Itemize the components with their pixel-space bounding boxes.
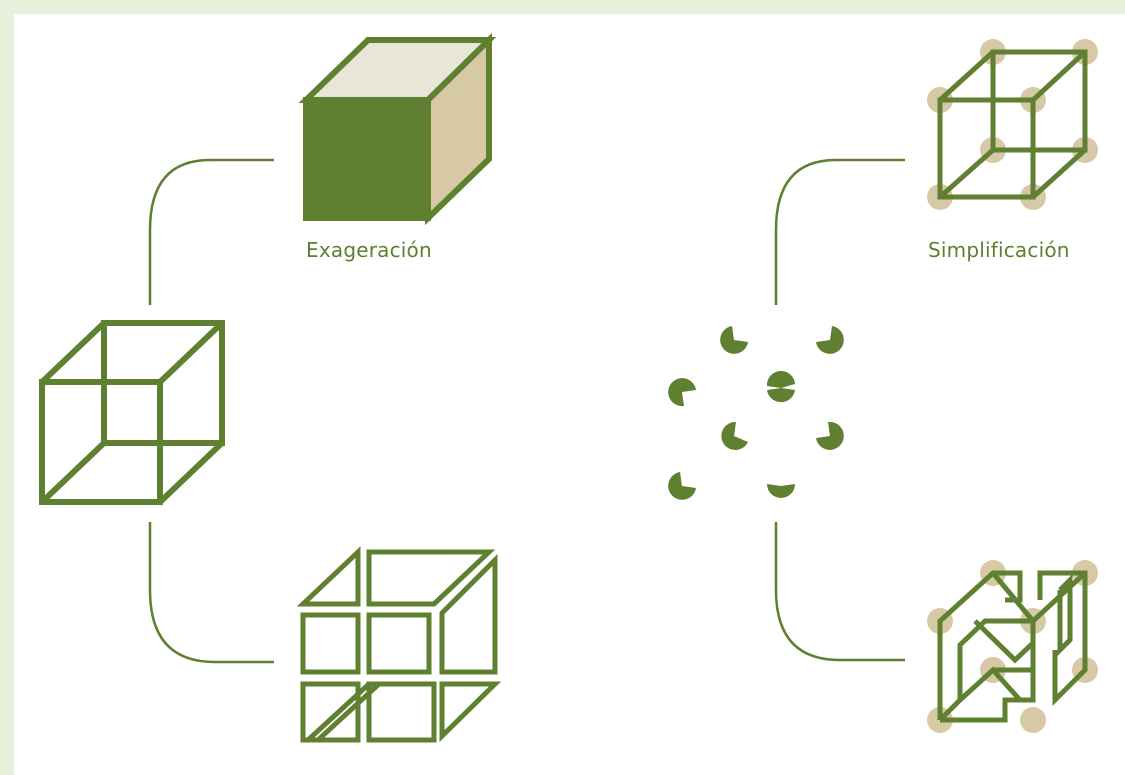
subjective-contour-dots xyxy=(668,326,844,500)
connector-left-bottom xyxy=(148,522,274,664)
simplified-cube xyxy=(927,39,1098,210)
connector-right-top xyxy=(774,158,905,305)
solid-cube xyxy=(298,32,497,226)
connector-left-top xyxy=(148,158,274,305)
simplification-label: Simplificación xyxy=(928,238,1070,262)
split-cube xyxy=(296,546,502,743)
impossible-cube xyxy=(927,560,1098,733)
connectors xyxy=(148,158,905,664)
connector-right-bottom xyxy=(774,522,905,662)
wireframe-cube xyxy=(39,320,225,505)
exaggeration-label: Exageración xyxy=(306,238,432,262)
